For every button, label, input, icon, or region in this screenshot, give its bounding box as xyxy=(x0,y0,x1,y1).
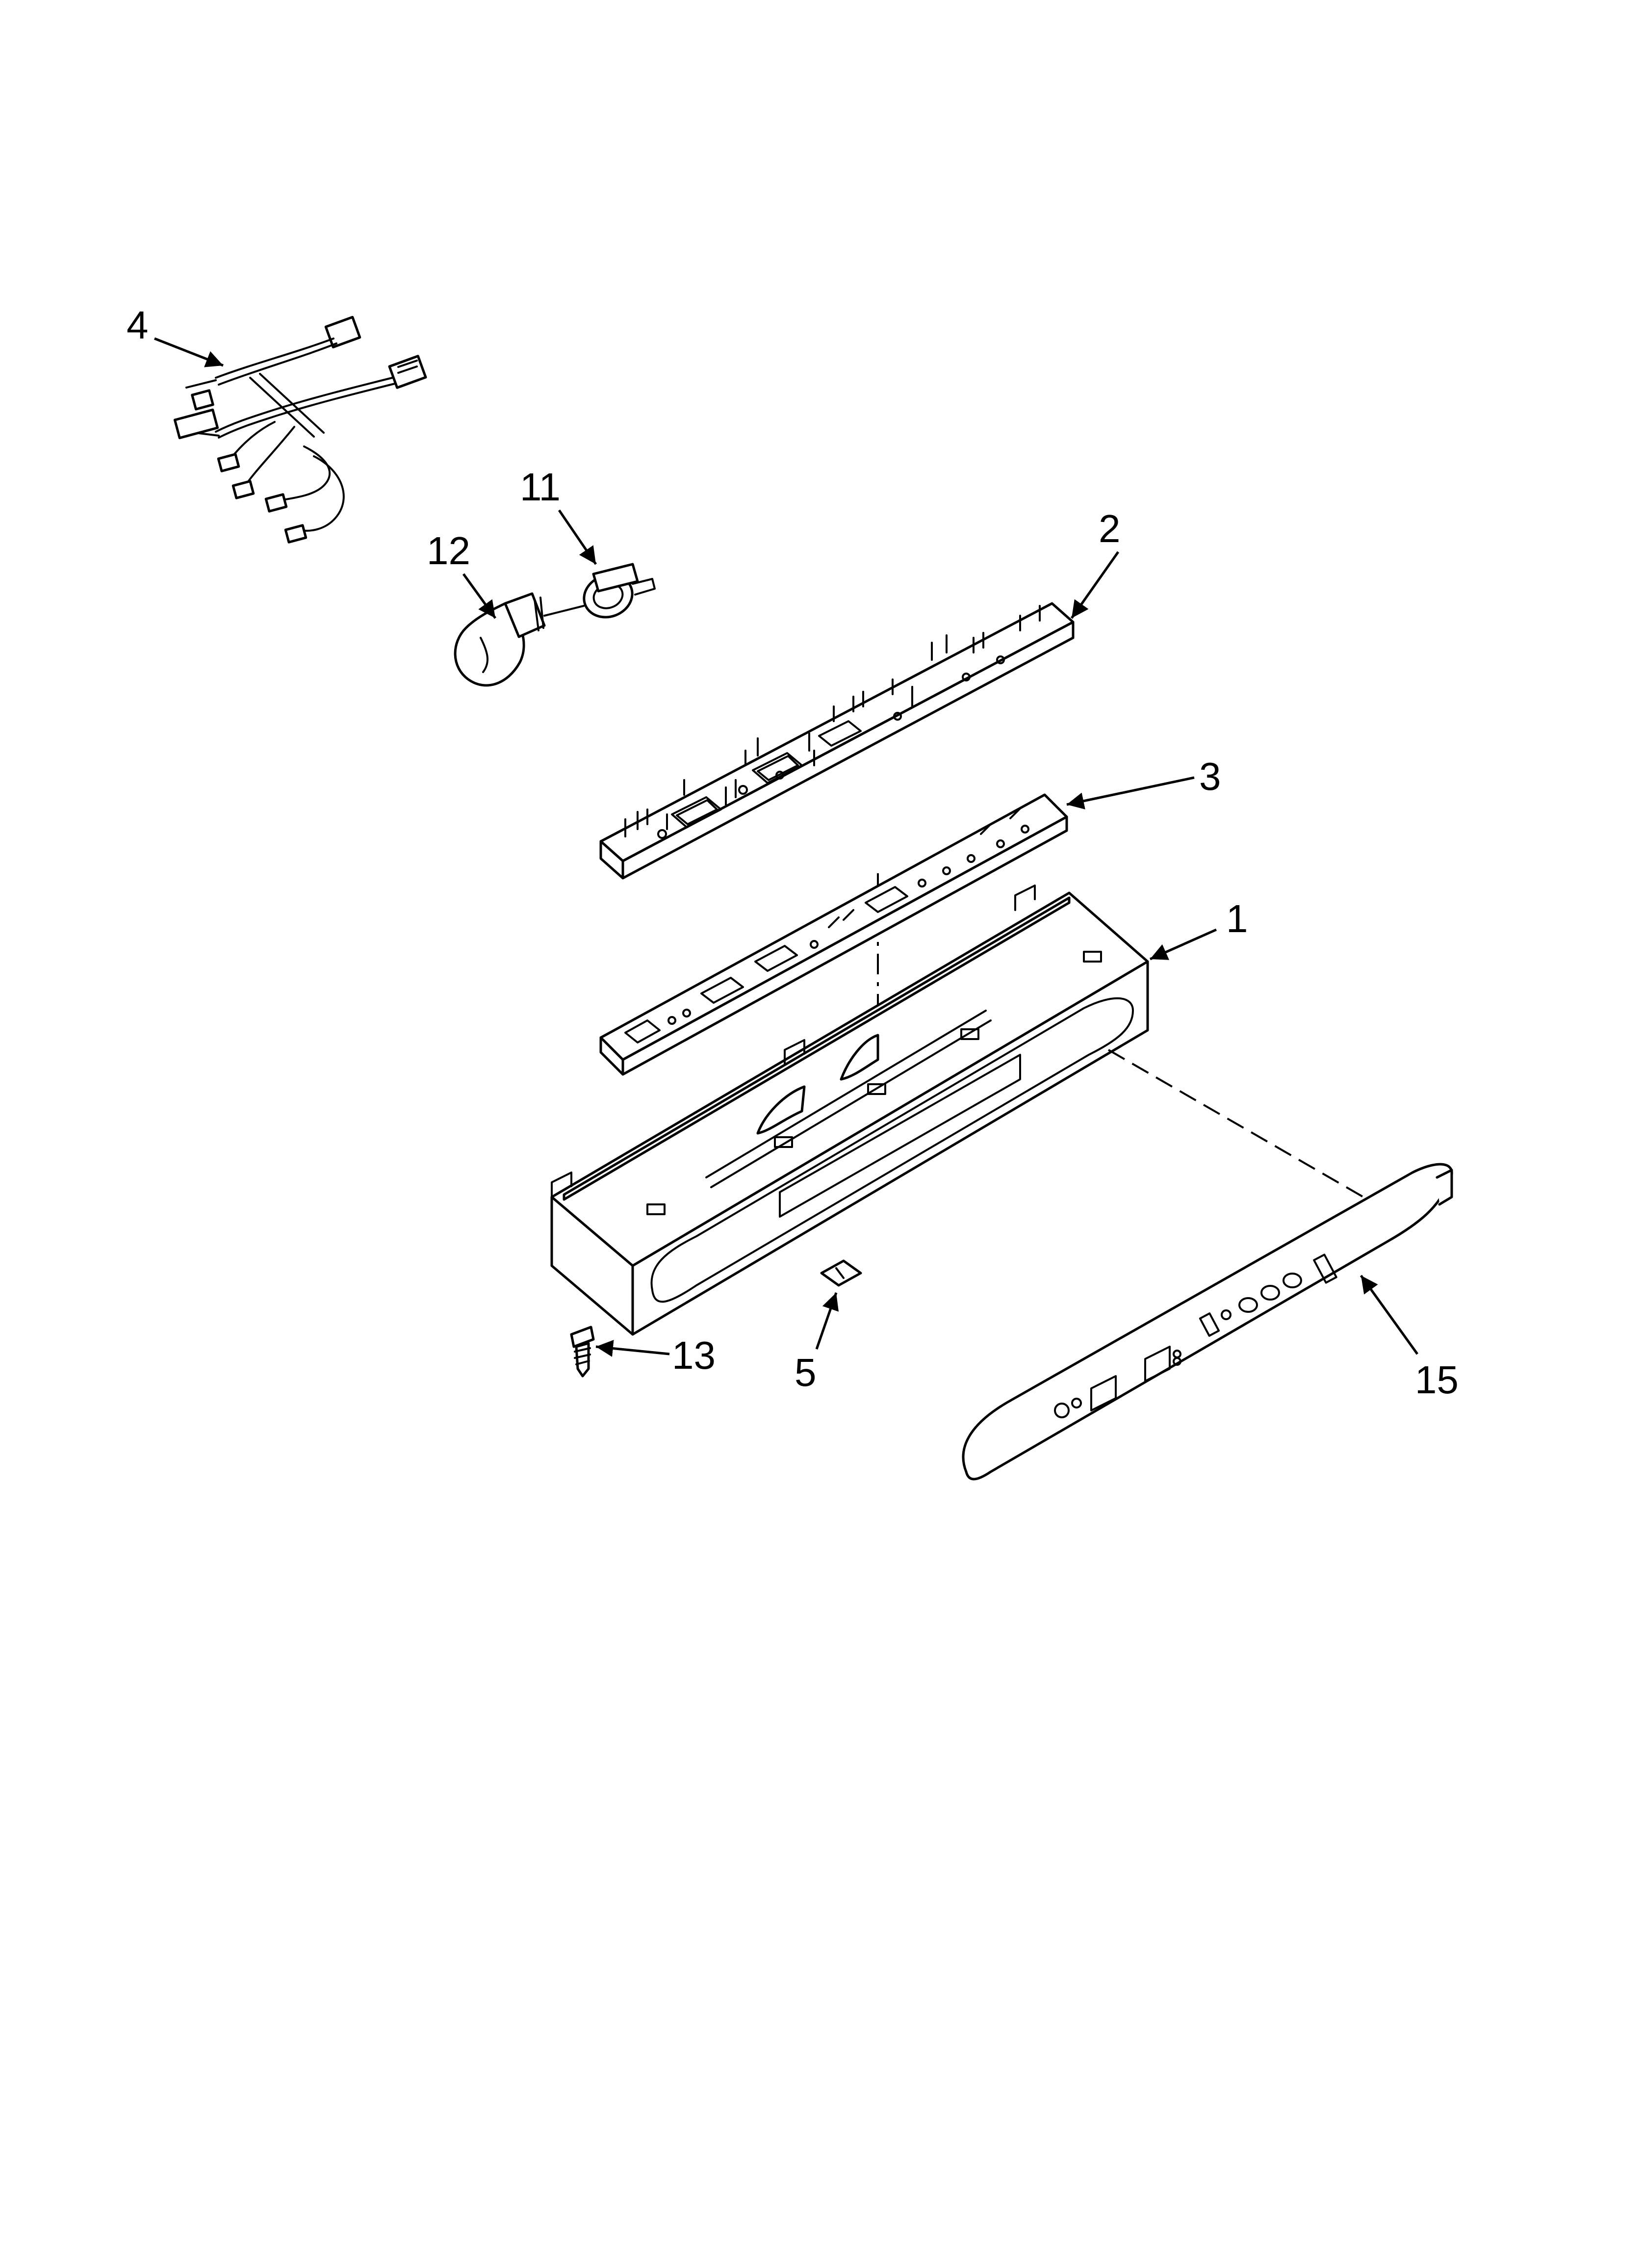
leader-2 xyxy=(1070,551,1120,619)
lamp-socket-part-11 xyxy=(583,563,656,619)
callout-12: 12 xyxy=(427,529,470,573)
front-overlay-part-15 xyxy=(962,1163,1453,1481)
callout-1: 1 xyxy=(1226,897,1248,940)
leader-12 xyxy=(462,573,497,619)
leader-15 xyxy=(1360,1275,1419,1355)
callout-5: 5 xyxy=(795,1351,817,1394)
callout-11: 11 xyxy=(520,465,561,509)
leader-1 xyxy=(1149,928,1217,961)
control-housing-part-1 xyxy=(550,885,1149,1336)
leader-3 xyxy=(1066,776,1195,809)
callout-2: 2 xyxy=(1099,507,1121,550)
callout-13: 13 xyxy=(672,1333,716,1377)
leader-13 xyxy=(595,1340,670,1357)
light-bulb-part-12 xyxy=(454,592,585,687)
control-board-part-2 xyxy=(599,602,1075,880)
leader-5 xyxy=(815,1292,839,1350)
alignment-line-overlay xyxy=(1108,1049,1364,1198)
leader-11 xyxy=(558,509,597,565)
callout-3: 3 xyxy=(1199,755,1221,798)
callout-4: 4 xyxy=(127,303,149,347)
leader-4 xyxy=(154,337,224,367)
screw-part-13 xyxy=(570,1326,595,1378)
display-board-part-3 xyxy=(599,793,1068,1076)
label-part-5 xyxy=(820,1259,862,1287)
wire-harness-part-4 xyxy=(173,315,427,544)
callout-15: 15 xyxy=(1415,1358,1459,1402)
